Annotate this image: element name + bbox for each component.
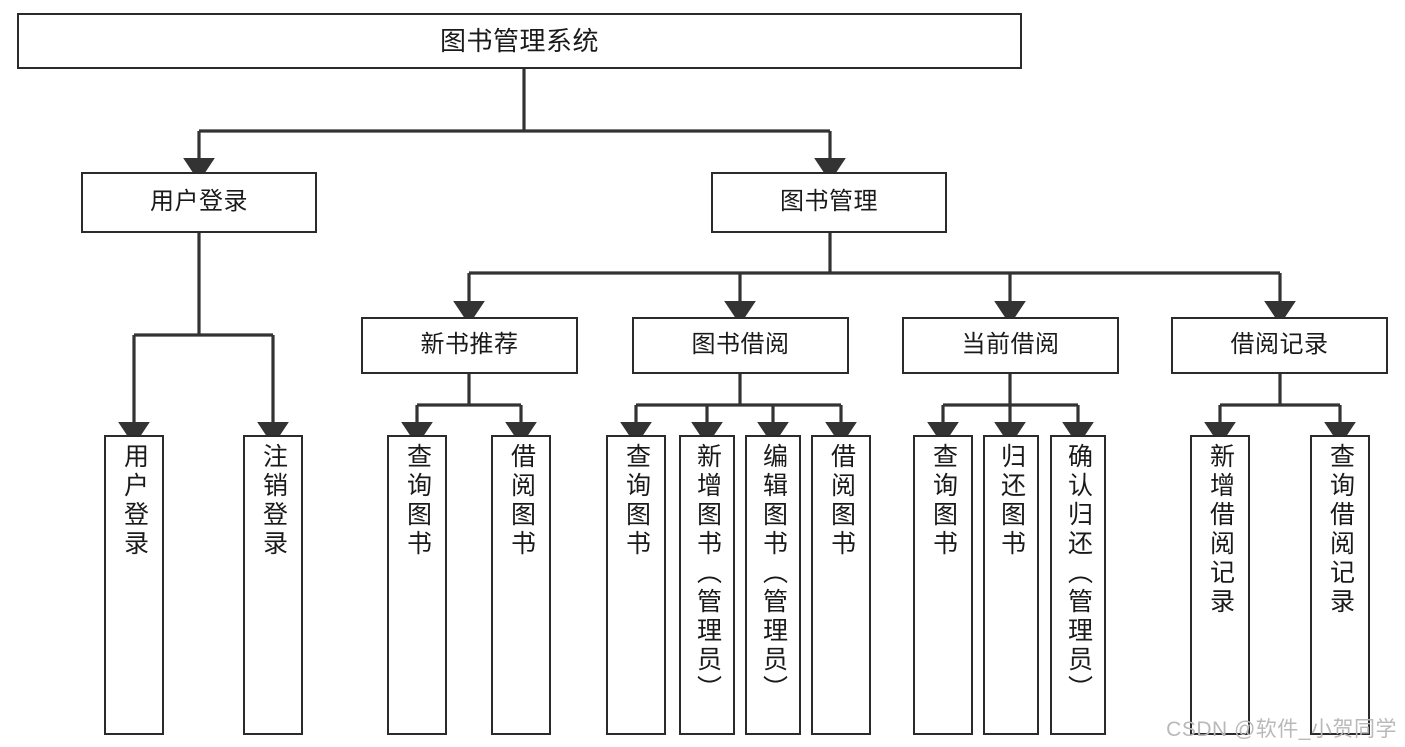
node-label: 图书管理 [780, 188, 878, 216]
leaf-logout[interactable]: 注销登录 [243, 435, 303, 735]
node-current-borrow[interactable]: 当前借阅 [902, 317, 1119, 374]
leaf-add-borrow-record[interactable]: 新增借阅记录 [1190, 435, 1250, 735]
leaf-confirm-return-admin[interactable]: 确认归还（管理员） [1050, 435, 1106, 735]
leaf-edit-book-admin[interactable]: 编辑图书（管理员） [745, 435, 801, 735]
node-label: 新书推荐 [420, 331, 519, 359]
node-label: 用户登录 [120, 443, 149, 559]
node-label: 新增图书（管理员） [693, 443, 722, 704]
node-user-login[interactable]: 用户登录 [81, 172, 317, 233]
node-label: 查询图书 [622, 443, 651, 559]
leaf-new-book-query[interactable]: 查询图书 [387, 435, 447, 735]
leaf-new-book-borrow[interactable]: 借阅图书 [491, 435, 551, 735]
node-borrow-record[interactable]: 借阅记录 [1171, 317, 1388, 374]
leaf-user-login[interactable]: 用户登录 [104, 435, 164, 735]
leaf-current-query-book[interactable]: 查询图书 [913, 435, 973, 735]
node-label: 确认归还（管理员） [1064, 443, 1093, 704]
node-label: 当前借阅 [961, 331, 1060, 359]
node-label: 查询借阅记录 [1326, 443, 1355, 617]
node-label: 借阅图书 [827, 443, 856, 559]
node-root-book-management-system[interactable]: 图书管理系统 [17, 13, 1022, 69]
node-label: 编辑图书（管理员） [759, 443, 788, 704]
node-book-management[interactable]: 图书管理 [711, 172, 947, 233]
node-label: 归还图书 [997, 443, 1026, 559]
node-label: 查询图书 [929, 443, 958, 559]
leaf-borrow-query-book[interactable]: 查询图书 [606, 435, 666, 735]
node-new-book-recommend[interactable]: 新书推荐 [361, 317, 578, 374]
node-book-borrow[interactable]: 图书借阅 [632, 317, 849, 374]
node-label: 借阅记录 [1230, 331, 1329, 359]
node-label: 图书管理系统 [439, 25, 599, 56]
node-label: 新增借阅记录 [1206, 443, 1235, 617]
leaf-borrow-book[interactable]: 借阅图书 [811, 435, 871, 735]
node-label: 用户登录 [150, 188, 248, 216]
leaf-return-book[interactable]: 归还图书 [983, 435, 1039, 735]
leaf-add-book-admin[interactable]: 新增图书（管理员） [679, 435, 735, 735]
node-label: 注销登录 [259, 443, 288, 559]
node-label: 查询图书 [403, 443, 432, 559]
leaf-query-borrow-record[interactable]: 查询借阅记录 [1310, 435, 1370, 735]
node-label: 借阅图书 [507, 443, 536, 559]
node-label: 图书借阅 [691, 331, 790, 359]
